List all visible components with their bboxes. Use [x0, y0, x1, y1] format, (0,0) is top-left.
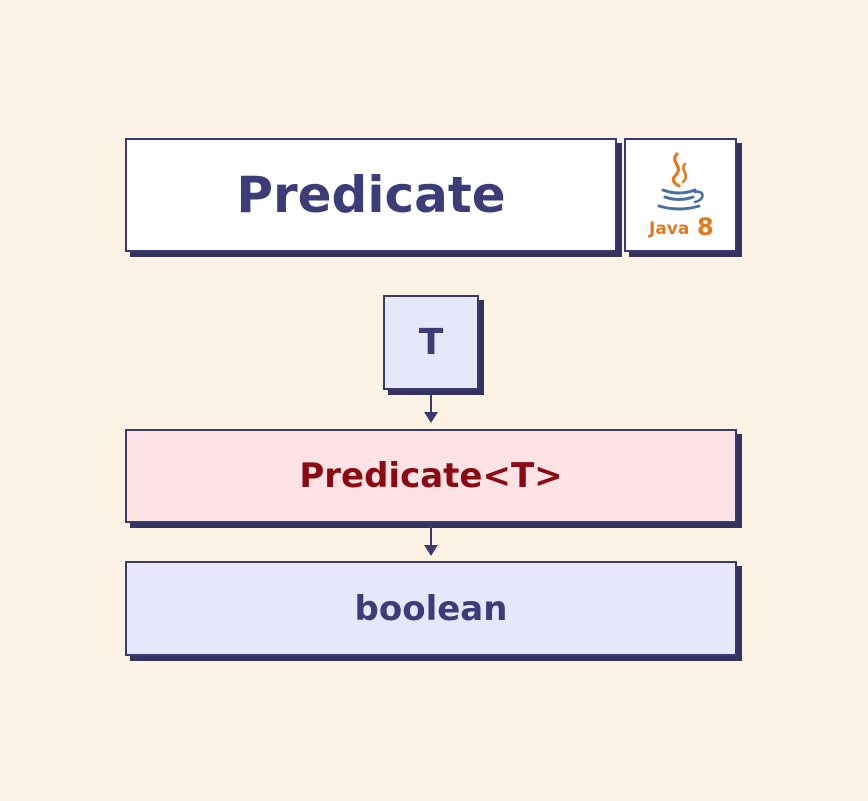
java-logo-version: 8	[697, 213, 714, 240]
java-coffee-cup-icon: Java 8	[648, 152, 714, 240]
arrow-down-icon	[424, 392, 438, 423]
function-box: Predicate<T>	[125, 429, 737, 523]
java-logo-box: Java 8	[624, 138, 737, 252]
function-label: Predicate<T>	[299, 456, 563, 496]
java-logo-label: Java	[648, 219, 689, 239]
return-type-label: boolean	[354, 588, 508, 629]
arrow-down-icon	[424, 525, 438, 556]
diagram-title: Predicate	[236, 166, 506, 224]
input-type-label: T	[418, 322, 444, 363]
title-box: Predicate	[125, 138, 617, 252]
return-type-box: boolean	[125, 561, 737, 656]
input-type-box: T	[383, 295, 479, 390]
